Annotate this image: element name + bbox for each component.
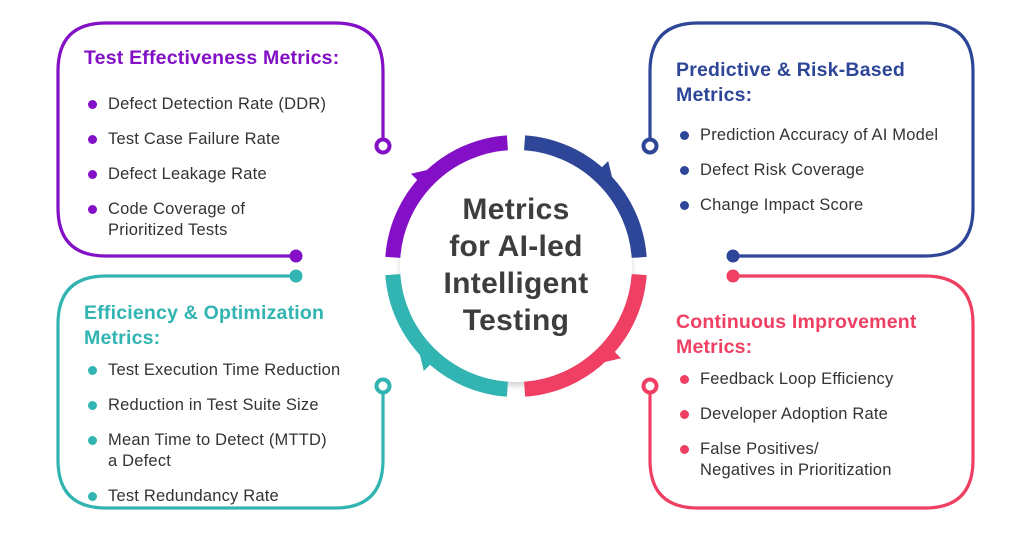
metric-item: False Positives/ Negatives in Prioritiza…: [680, 439, 980, 481]
heading-predictive-risk: Predictive & Risk-Based Metrics:: [676, 59, 905, 106]
metric-item: Code Coverage of Prioritized Tests: [88, 199, 373, 241]
bullet-dot-icon: [88, 135, 97, 144]
connector-dot-pink-icon: [726, 269, 740, 283]
heading-test-effectiveness: Test Effectiveness Metrics:: [84, 47, 340, 69]
metric-item-label: Defect Leakage Rate: [108, 165, 267, 183]
center-disc: [400, 150, 632, 382]
connector-ring-blue-icon: [641, 137, 659, 155]
bullet-dot-icon: [88, 366, 97, 375]
box-border-efficiency-optimization: [56, 274, 385, 510]
metric-item: Reduction in Test Suite Size: [88, 395, 383, 416]
metric-item: Change Impact Score: [680, 195, 980, 216]
metric-item: Mean Time to Detect (MTTD) a Defect: [88, 430, 383, 472]
bullet-dot-icon: [680, 410, 689, 419]
metric-item-label: Developer Adoption Rate: [700, 405, 889, 423]
metric-item: Defect Leakage Rate: [88, 164, 373, 185]
metric-item-label: Test Execution Time Reduction: [108, 361, 341, 379]
metric-item: Test Case Failure Rate: [88, 129, 373, 150]
metric-item-label: Prediction Accuracy of AI Model: [700, 126, 939, 144]
metric-item: Defect Risk Coverage: [680, 160, 980, 181]
bullet-dot-icon: [680, 375, 689, 384]
metric-item-label: Reduction in Test Suite Size: [108, 396, 319, 414]
metric-list-predictive-risk: Prediction Accuracy of AI Model Defect R…: [680, 125, 980, 216]
arrowhead-purple-icon: [411, 166, 441, 189]
metric-item-label: Test Redundancy Rate: [108, 487, 279, 505]
connector-dot-blue-icon: [726, 249, 740, 263]
bullet-dot-icon: [680, 445, 689, 454]
bullet-dot-icon: [88, 401, 97, 410]
connector-dot-teal-icon: [289, 269, 303, 283]
metric-list-continuous-improvement: Feedback Loop Efficiency Developer Adopt…: [680, 369, 980, 481]
metric-item-label: Mean Time to Detect (MTTD) a Defect: [108, 431, 327, 470]
bullet-dot-icon: [88, 100, 97, 109]
metric-item: Test Redundancy Rate: [88, 486, 383, 507]
metric-item-label: False Positives/ Negatives in Prioritiza…: [700, 440, 892, 479]
arrowhead-pink-icon: [591, 343, 621, 366]
bullet-dot-icon: [680, 201, 689, 210]
metric-item-label: Feedback Loop Efficiency: [700, 370, 894, 388]
arrowhead-teal-icon: [416, 341, 439, 371]
connector-ring-teal-icon: [374, 377, 392, 395]
metric-list-test-effectiveness: Defect Detection Rate (DDR) Test Case Fa…: [88, 94, 373, 241]
bullet-dot-icon: [88, 436, 97, 445]
connector-dot-purple-icon: [289, 249, 303, 263]
box-border-continuous-improvement: [648, 274, 975, 510]
connector-ring-pink-icon: [641, 377, 659, 395]
metric-item: Feedback Loop Efficiency: [680, 369, 980, 390]
metric-item-label: Defect Risk Coverage: [700, 161, 865, 179]
diagram-title: Metrics for AI-led Intelligent Testing: [443, 193, 589, 337]
metric-item: Developer Adoption Rate: [680, 404, 980, 425]
arrowhead-blue-icon: [593, 161, 616, 191]
connector-ring-purple-icon: [374, 137, 392, 155]
metric-item-label: Test Case Failure Rate: [108, 130, 281, 148]
box-border-predictive-risk: [648, 21, 975, 258]
bullet-dot-icon: [88, 205, 97, 214]
heading-continuous-improvement: Continuous Improvement Metrics:: [676, 311, 917, 358]
metric-item-label: Change Impact Score: [700, 196, 864, 214]
metric-item: Defect Detection Rate (DDR): [88, 94, 373, 115]
bullet-dot-icon: [88, 492, 97, 501]
box-border-test-effectiveness: [56, 21, 385, 258]
bullet-dot-icon: [680, 166, 689, 175]
metric-item: Prediction Accuracy of AI Model: [680, 125, 980, 146]
bullet-dot-icon: [88, 170, 97, 179]
bullet-dot-icon: [680, 131, 689, 140]
metric-item-label: Code Coverage of Prioritized Tests: [108, 200, 246, 239]
metric-item: Test Execution Time Reduction: [88, 360, 383, 381]
metric-list-efficiency-optimization: Test Execution Time Reduction Reduction …: [88, 360, 383, 507]
heading-efficiency-optimization: Efficiency & Optimization Metrics:: [84, 302, 325, 349]
metric-item-label: Defect Detection Rate (DDR): [108, 95, 327, 113]
